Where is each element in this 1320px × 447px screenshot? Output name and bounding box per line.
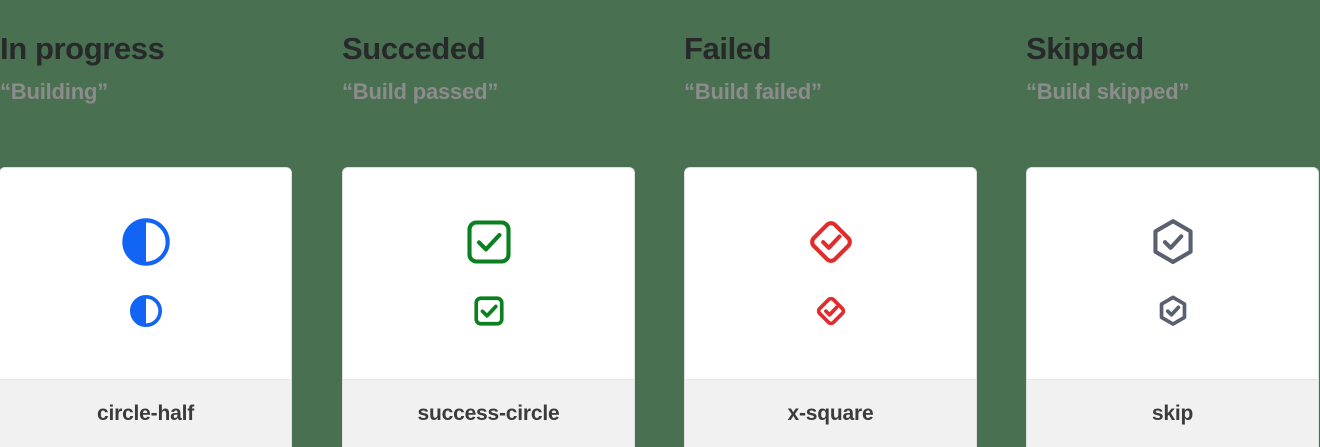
icon-name-label: success-circle [417, 401, 560, 425]
status-heading-block: Succeded “Build passed” [342, 31, 682, 105]
page-title: In progress [0, 31, 165, 66]
circle-half-icon [120, 216, 172, 268]
check-hexagon-icon-small [1156, 294, 1190, 328]
icon-preview-area [0, 168, 291, 379]
status-column-failed: Failed “Build failed” [684, 0, 1024, 447]
status-subtitle: “Build failed” [684, 79, 822, 105]
circle-half-icon-small [129, 294, 163, 328]
icon-card-footer: circle-half [0, 379, 291, 447]
status-heading-block: In progress “Building” [0, 31, 340, 105]
check-hexagon-icon [1147, 216, 1199, 268]
icon-card-footer: skip [1027, 379, 1318, 447]
icon-card-x-square[interactable]: x-square [684, 167, 977, 447]
check-diamond-icon [805, 216, 857, 268]
icon-preview-area [1027, 168, 1318, 379]
icon-card-circle-half[interactable]: circle-half [0, 167, 292, 447]
page-title: Skipped [1026, 31, 1144, 66]
icon-card-success-circle[interactable]: success-circle [342, 167, 635, 447]
status-column-in-progress: In progress “Building” [0, 0, 340, 447]
icon-preview-area [685, 168, 976, 379]
icon-name-label: skip [1151, 401, 1194, 425]
check-square-icon-small [472, 294, 506, 328]
page-title: Failed [684, 31, 772, 66]
status-subtitle: “Building” [0, 79, 108, 105]
icon-card-skip[interactable]: skip [1026, 167, 1319, 447]
icon-name-label: circle-half [96, 401, 194, 425]
icon-name-label: x-square [787, 401, 874, 425]
status-column-succeded: Succeded “Build passed” [342, 0, 682, 447]
check-diamond-icon-small [814, 294, 848, 328]
icon-preview-area [343, 168, 634, 379]
status-heading-block: Skipped “Build skipped” [1026, 31, 1320, 105]
icon-card-footer: x-square [685, 379, 976, 447]
status-column-skipped: Skipped “Build skipped” [1026, 0, 1320, 447]
icon-card-footer: success-circle [343, 379, 634, 447]
status-subtitle: “Build passed” [342, 79, 499, 105]
page-title: Succeded [342, 31, 486, 66]
check-square-icon [463, 216, 515, 268]
status-subtitle: “Build skipped” [1026, 79, 1190, 105]
status-heading-block: Failed “Build failed” [684, 31, 1024, 105]
